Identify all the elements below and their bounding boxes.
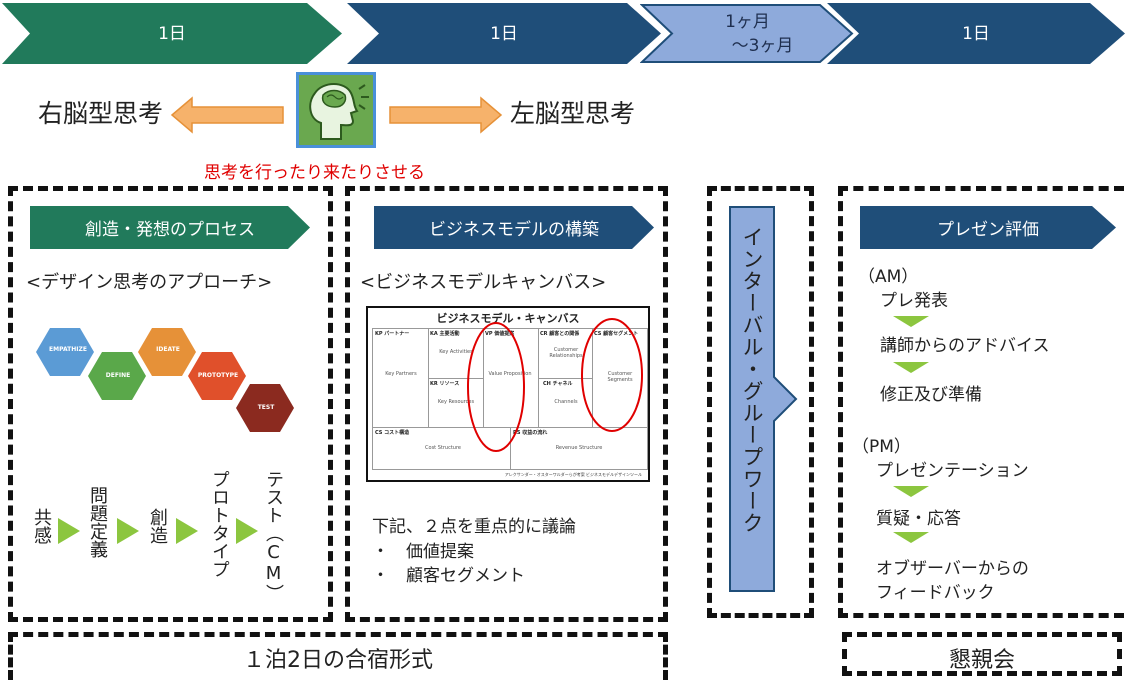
am-item-pre-presentation: プレ発表 [880, 291, 948, 311]
design-banner: 創造・発想のプロセス [30, 206, 310, 249]
business-subtitle: <ビジネスモデルキャンバス> [360, 272, 607, 293]
discussion-item: ・顧客セグメント [372, 566, 525, 586]
discussion-item-label: 価値提案 [406, 542, 474, 562]
canvas-cs-head: CS 顧客セグメント [594, 331, 639, 337]
flow-arrow-icon [893, 486, 929, 497]
canvas-kp-body: Key Partners [385, 371, 417, 377]
step-prototype: プロトタイプ [209, 470, 230, 578]
hex-label-prototype: PROTOTYPE [197, 372, 239, 379]
canvas-kr-head: KR リソース [430, 381, 460, 387]
pm-item-feedback-line2: フィードバック [876, 583, 995, 603]
step-arrow-icon [236, 518, 258, 544]
camp-label: １泊2日の合宿形式 [243, 648, 433, 673]
canvas-title: ビジネスモデル・キャンバス [436, 312, 580, 325]
canvas-kp-head: KP パートナー [375, 331, 410, 337]
interval-section-border [707, 186, 814, 618]
discussion-item-label: 顧客セグメント [406, 566, 525, 586]
step-define: 問題定義 [87, 486, 108, 558]
interval-label: インターバル・グループワーク [740, 226, 764, 534]
step-arrow-icon [58, 518, 80, 544]
timeline-step-1: 1日 [2, 3, 342, 64]
hex-label-ideate: IDEATE [156, 346, 180, 353]
business-section-border [345, 186, 668, 622]
presentation-banner: プレゼン評価 [860, 206, 1116, 249]
right-brain-label: 右脳型思考 [38, 99, 164, 128]
pm-item-feedback-line1: オブザーバーからの [876, 559, 1029, 579]
canvas-cr-head: CR 顧客との関係 [540, 331, 580, 337]
hex-label-define: DEFINE [105, 372, 131, 379]
step-test: テスト（CM） [263, 470, 284, 602]
canvas-ka-body: Key Activities [439, 349, 473, 355]
timeline-step-4: 1日 [827, 3, 1125, 64]
design-subtitle: <デザイン思考のアプローチ> [26, 272, 273, 293]
business-banner: ビジネスモデルの構築 [374, 206, 654, 249]
am-item-advice: 講師からのアドバイス [880, 336, 1050, 356]
brain-icon [296, 72, 376, 148]
canvas-cr-body: Customer Relationships [549, 347, 583, 359]
timeline-step-3-line2: 〜3ヶ月 [731, 35, 794, 56]
timeline-step-4-label: 1日 [962, 23, 990, 44]
canvas-ch-head: CH チャネル [543, 381, 573, 387]
canvas-vp-body: Value Proposition [488, 371, 532, 377]
hex-label-test: TEST [257, 404, 275, 411]
step-ideate: 創造 [147, 508, 168, 544]
business-model-canvas: ビジネスモデル・キャンバス KP パートナー Key Partners KA 主… [366, 306, 650, 482]
pm-item-qa: 質疑・応答 [876, 509, 961, 529]
canvas-vp-head: VP 価値提案 [485, 331, 515, 337]
canvas-kr-body: Key Resources [437, 399, 475, 405]
right-arrow [389, 96, 503, 134]
flow-arrow-icon [893, 316, 929, 327]
interval-arrow [729, 206, 798, 592]
hex-label-empathize: EMPATHIZE [49, 346, 87, 353]
left-arrow [170, 96, 284, 134]
highlight-circles [467, 318, 643, 452]
am-label: （AM） [858, 267, 919, 287]
presentation-banner-label: プレゼン評価 [937, 220, 1039, 240]
canvas-footer: アレクサンダー・オスターワルダーらが考案 ビジネスモデルデザインツール [504, 472, 642, 477]
discussion-title: 下記、２点を重点的に議論 [372, 517, 576, 537]
canvas-rev-head: RS 収益の流れ [513, 430, 548, 436]
design-thinking-hexagons [36, 328, 294, 432]
canvas-ch-body: Channels [554, 399, 578, 405]
presentation-section-border [838, 186, 1124, 618]
pm-item-presentation: プレゼンテーション [876, 461, 1029, 481]
canvas-cost-body: Cost Structure [425, 445, 461, 451]
flow-arrow-icon [893, 532, 929, 543]
discussion-item: ・価値提案 [372, 542, 474, 562]
pm-label: （PM） [852, 437, 911, 457]
canvas-ka-head: KA 主要活動 [430, 331, 460, 337]
canvas-cost-head: CS コスト構造 [375, 430, 410, 436]
camp-box [8, 632, 668, 680]
party-box [842, 632, 1122, 676]
timeline-step-3-line1: 1ヶ月 [725, 11, 770, 32]
timeline-step-2: 1日 [347, 3, 661, 64]
timeline-step-1-label: 1日 [158, 23, 186, 44]
business-banner-label: ビジネスモデルの構築 [429, 220, 599, 240]
design-section-border [8, 186, 333, 622]
timeline-step-3: 1ヶ月 〜3ヶ月 [640, 3, 855, 64]
design-banner-label: 創造・発想のプロセス [85, 220, 255, 240]
timeline-step-2-label: 1日 [490, 23, 518, 44]
left-brain-label: 左脳型思考 [510, 99, 636, 128]
am-item-revise: 修正及び準備 [880, 385, 982, 405]
step-empathy: 共感 [31, 508, 52, 544]
step-arrow-icon [176, 518, 198, 544]
canvas-rev-body: Revenue Structure [555, 445, 603, 451]
brain-caption: 思考を行ったり来たりさせる [204, 163, 425, 183]
step-arrow-icon [117, 518, 139, 544]
flow-arrow-icon [893, 362, 929, 373]
party-label: 懇親会 [948, 648, 1015, 673]
canvas-cs-body: Customer Segments [607, 371, 633, 383]
